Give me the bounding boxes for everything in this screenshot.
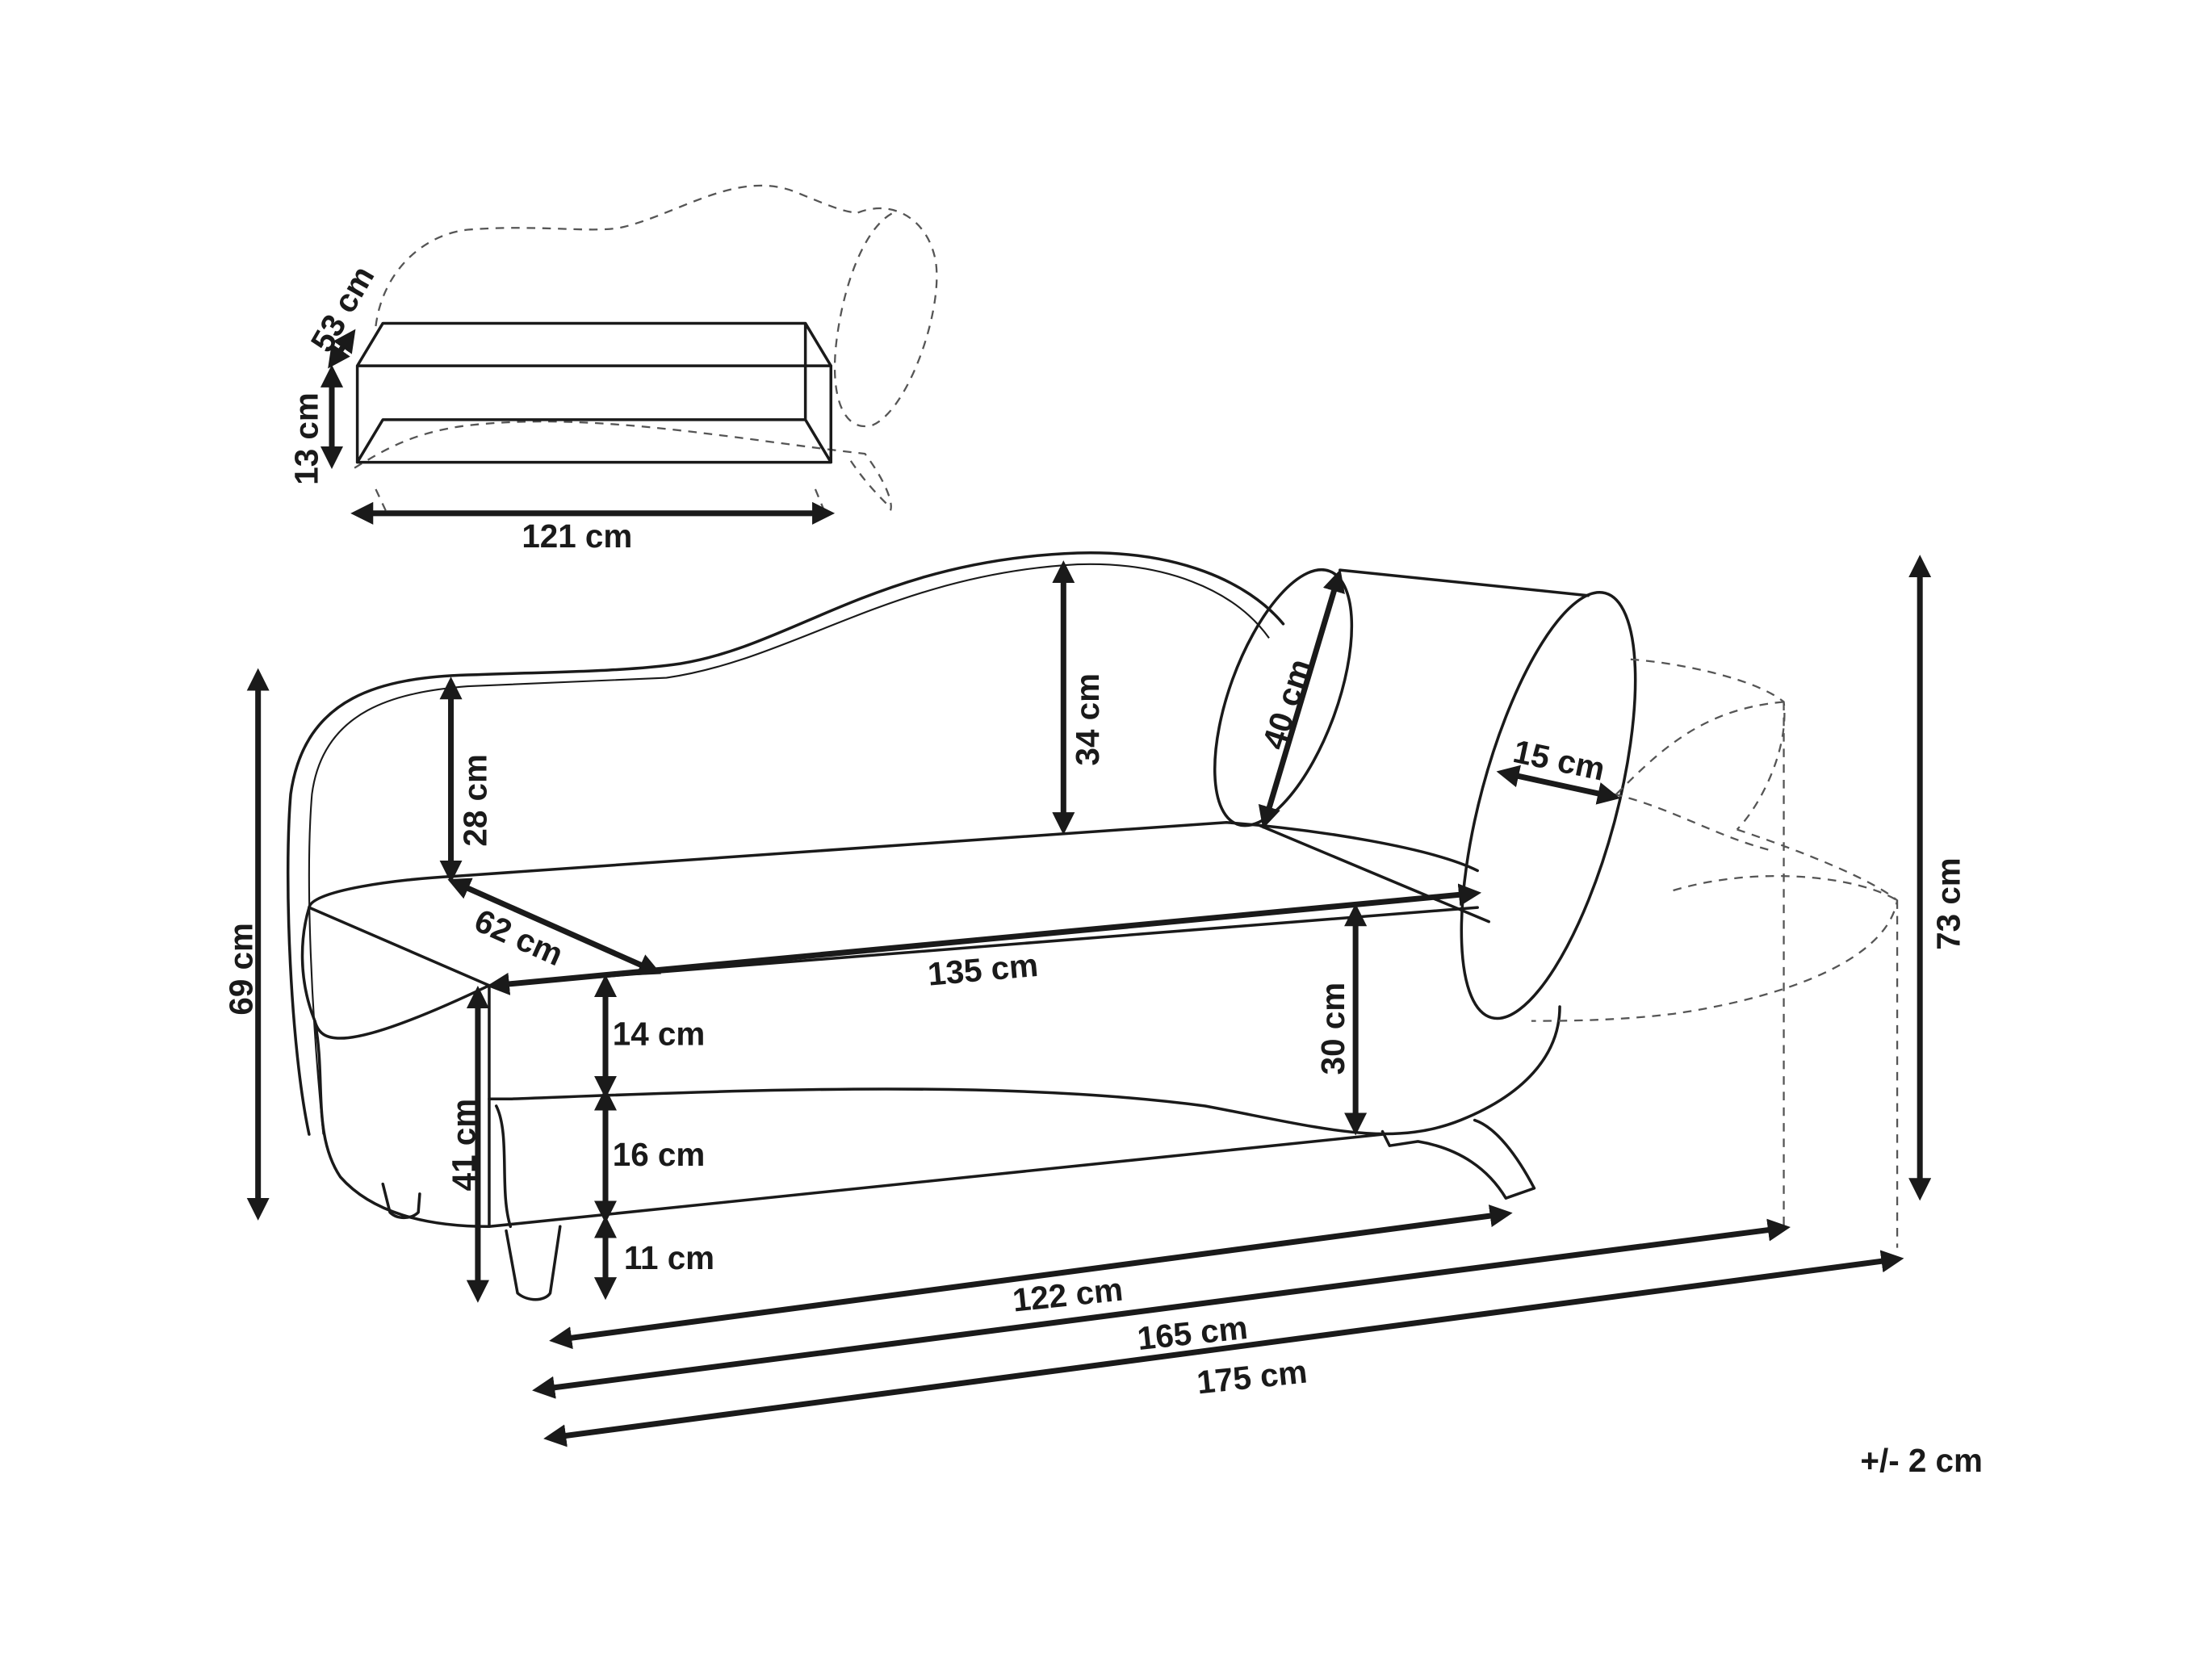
pillow-ghost <box>1531 658 1899 1248</box>
back-height-label: 34 cm <box>1069 673 1106 765</box>
storage-depth-arrow <box>328 329 356 369</box>
storage-inset: 53 cm 13 cm 121 cm <box>287 184 938 555</box>
tolerance-note: +/- 2 cm <box>1860 1442 1983 1479</box>
leg-height-label: 11 cm <box>624 1239 714 1276</box>
base <box>488 1097 1385 1229</box>
chaise-longue <box>286 551 1899 1301</box>
right-end-height-label: 30 cm <box>1314 982 1351 1075</box>
pillow-length-arrow <box>1258 569 1345 829</box>
base-length-arrow <box>549 1204 1513 1350</box>
pillow-right-end <box>1460 591 1637 1020</box>
seat-top <box>308 820 1479 909</box>
dimensions: 34 cm 28 cm 40 cm 15 cm 62 cm 135 cm 30 … <box>223 555 1983 1479</box>
backrest-outline <box>286 551 1285 1136</box>
storage-width-label: 121 cm <box>522 517 632 555</box>
base-height-label: 16 cm <box>613 1136 705 1173</box>
seat-length-arrow <box>486 883 1482 995</box>
right-leg <box>1380 1118 1536 1200</box>
arm-back-height-label: 28 cm <box>456 754 493 846</box>
front-left-leg <box>505 1225 562 1301</box>
back-left-leg <box>381 1182 421 1220</box>
pillow-length-label: 40 cm <box>1255 655 1318 754</box>
backrest-inner-line <box>308 563 1270 1135</box>
ghost-sofa-outline <box>354 184 938 514</box>
total-height-label: 73 cm <box>1929 857 1967 949</box>
length-with-pillow-arrow <box>532 1218 1791 1399</box>
storage-box <box>355 321 833 464</box>
total-length-arrow <box>543 1250 1904 1447</box>
pillow-diameter-arrow <box>1496 765 1621 805</box>
storage-height-label: 13 cm <box>287 392 325 484</box>
seat-cushion-label: 14 cm <box>613 1015 705 1052</box>
seat-height-label: 41 cm <box>445 1099 482 1191</box>
seat-side <box>313 983 1561 1229</box>
seat-length-label: 135 cm <box>926 946 1039 993</box>
total-height-left-label: 69 cm <box>223 923 260 1015</box>
total-length-label: 175 cm <box>1195 1352 1309 1401</box>
